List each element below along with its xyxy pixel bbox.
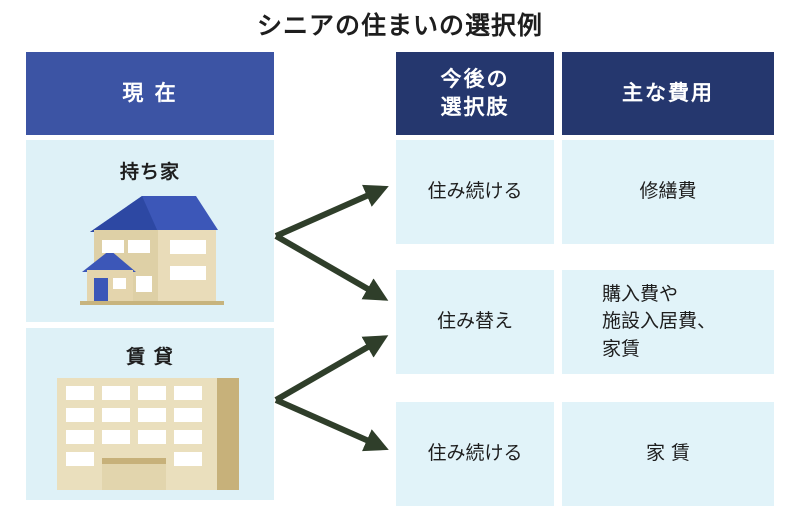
cost-cell-3: 家 賃: [562, 402, 774, 506]
arrow-rental-stay: [274, 397, 389, 452]
arrow-owned-stay: [274, 184, 389, 239]
option-cell-2: 住み替え: [396, 270, 554, 374]
arrow-owned-move: [274, 233, 389, 301]
header-current: 現 在: [26, 52, 274, 135]
cost-cell-2: 購入費や 施設入居費、 家賃: [562, 270, 774, 374]
header-costs: 主な費用: [562, 52, 774, 135]
diagram-title: シニアの住まいの選択例: [256, 11, 543, 40]
option-cell-3: 住み続ける: [396, 402, 554, 506]
header-options: 今後の 選択肢: [396, 52, 554, 135]
option-cell-1: 住み続ける: [396, 140, 554, 244]
apartment-building-icon: [57, 378, 239, 490]
rental-label: 賃 貸: [126, 346, 174, 368]
cost-cell-1: 修繕費: [562, 140, 774, 244]
owned-label: 持ち家: [119, 161, 180, 183]
house-icon: [80, 196, 224, 305]
arrow-rental-move: [274, 335, 389, 403]
